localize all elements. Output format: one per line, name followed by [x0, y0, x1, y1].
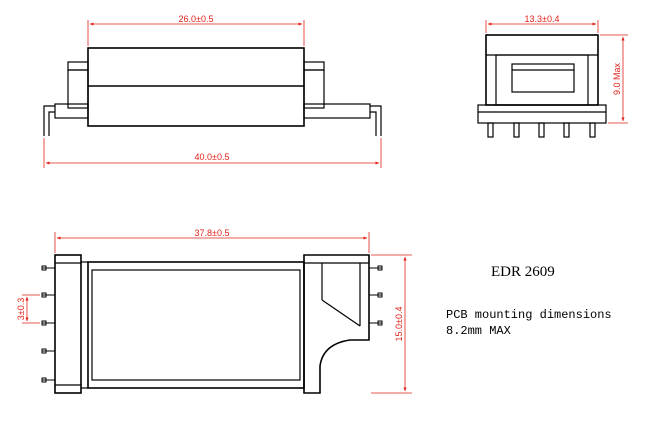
end-view-dimensions — [485, 20, 628, 124]
bottom-pins-left — [41, 265, 55, 383]
dim-side-body-length: 26.0±0.5 — [179, 14, 214, 24]
dim-end-width: 13.3±0.4 — [525, 14, 560, 24]
side-foot-right — [303, 103, 371, 119]
side-core-lip-left — [67, 61, 89, 71]
part-title: EDR 2609 — [491, 264, 555, 280]
bottom-view-dimensions — [22, 232, 412, 394]
side-core-lip-right — [303, 61, 325, 71]
side-view-dimensions — [43, 20, 382, 168]
end-core — [511, 63, 575, 93]
side-bobbin-left — [67, 69, 89, 109]
side-foot-left — [54, 103, 89, 119]
side-pin-right — [370, 105, 382, 136]
dim-bottom-width: 15.0±0.4 — [394, 307, 404, 342]
end-pins — [487, 122, 596, 138]
bottom-core-inner — [91, 269, 301, 381]
end-base — [477, 104, 607, 124]
note-line-1: PCB mounting dimensions — [446, 308, 612, 322]
bottom-view — [41, 254, 383, 394]
bottom-header-right — [303, 254, 370, 394]
dim-side-total-length: 40.0±0.5 — [195, 152, 230, 162]
end-view — [477, 34, 607, 138]
dim-end-height: 9.0 Max — [612, 62, 622, 95]
bottom-core-outer — [87, 261, 305, 389]
bottom-pins-right — [369, 265, 383, 326]
side-bobbin-right — [303, 69, 325, 109]
dim-bottom-length: 37.8±0.5 — [195, 228, 230, 238]
side-view — [43, 47, 382, 136]
bottom-header-left — [54, 254, 82, 394]
side-core-body — [87, 47, 305, 127]
side-pin-left — [43, 105, 55, 136]
dim-pin-pitch: 3±0.3 — [16, 298, 26, 320]
note-line-2: 8.2mm MAX — [446, 324, 511, 338]
